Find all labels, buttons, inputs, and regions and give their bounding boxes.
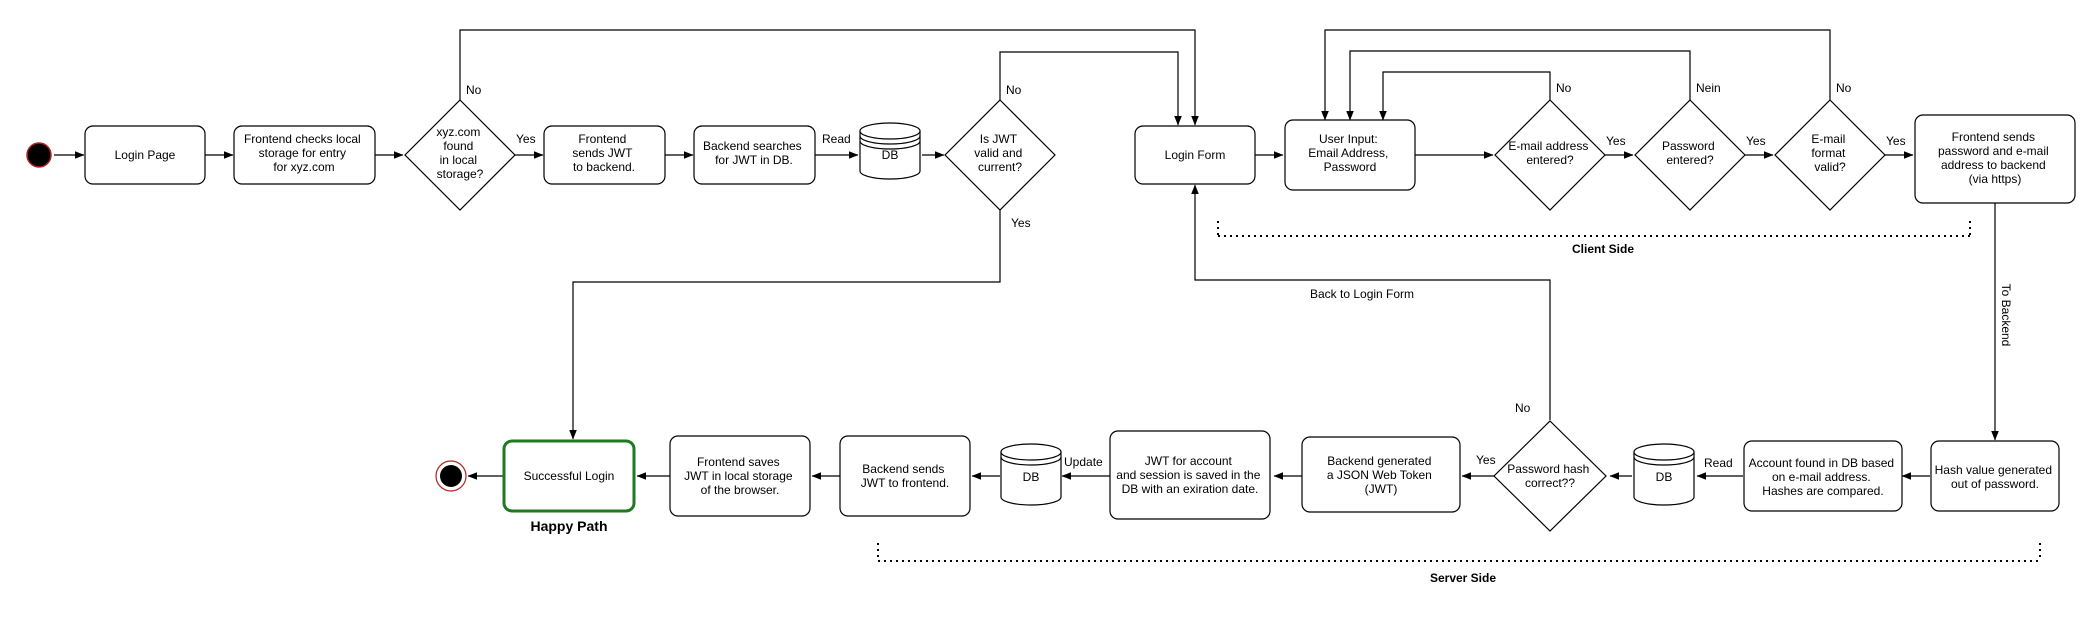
hash-value-label: Hash value generated out of password. (1935, 463, 2056, 491)
update-label: Update (1064, 455, 1103, 469)
password-hash-label: Password hash correct?? (1507, 462, 1592, 490)
terminals (26, 142, 467, 492)
jwt-no-label: No (1006, 83, 1022, 97)
password-hash-decision (1493, 420, 1607, 532)
frontend-checks-node (233, 125, 376, 185)
edge-email-entered-no (1379, 71, 1551, 121)
db-read-top-label: DB (882, 148, 899, 162)
password-entered-decision (1634, 99, 1746, 211)
jwt-saved-node (1109, 430, 1271, 520)
edge-email-format-no (1321, 29, 1831, 121)
successful-login-node (502, 439, 636, 513)
login-form-node (1134, 125, 1256, 185)
happy-path-label: Happy Path (530, 518, 607, 534)
frontend-saves-node (669, 435, 811, 517)
edge-hash-no-to-login-form (1191, 184, 1551, 420)
email-format-decision (1774, 99, 1886, 211)
login-page-node (84, 125, 206, 185)
backend-generated-label: Backend generated a JSON Web Token (JWT) (1327, 454, 1435, 496)
password-entered-yes-label: Yes (1746, 134, 1766, 148)
password-entered-label: Password entered? (1662, 139, 1718, 167)
back-to-login-label: Back to Login Form (1310, 287, 1414, 301)
db-read-bottom-label: DB (1656, 470, 1673, 484)
db-update-label: DB (1023, 470, 1040, 484)
frontend-sends-pw-label: Frontend sends password and e-mail addre… (1938, 130, 2052, 186)
edge-xyz-no-to-login-form (459, 29, 1199, 126)
edge-labels: No Yes Read No Yes No Yes Nein Yes No Ye… (466, 81, 2013, 470)
jwt-valid-decision (944, 99, 1056, 211)
edge-password-entered-no (1346, 50, 1691, 121)
xyz-no-label: No (466, 83, 482, 97)
edge-jwt-yes-to-success (569, 210, 1001, 440)
db-read-top-node: DB (859, 122, 921, 180)
user-input-node (1284, 119, 1416, 191)
read-bottom-label: Read (1704, 456, 1733, 470)
email-format-no-label: No (1836, 81, 1852, 95)
email-entered-yes-label: Yes (1606, 134, 1626, 148)
edge-jwt-no-to-login-form (999, 51, 1182, 126)
xyz-found-decision (404, 99, 516, 211)
user-input-label: User Input: Email Address, Password (1308, 132, 1391, 174)
jwt-valid-label: Is JWT valid and current? (974, 132, 1025, 174)
email-entered-decision (1494, 99, 1606, 211)
xyz-found-label: xyz.com found in local storage? (436, 125, 483, 181)
email-entered-label: E-mail address entered? (1508, 139, 1591, 167)
server-side-label: Server Side (1430, 571, 1496, 585)
region-brackets (877, 221, 2041, 562)
client-side-label: Client Side (1572, 242, 1634, 256)
xyz-yes-label: Yes (516, 132, 536, 146)
account-found-label: Account found in DB based on e-mail addr… (1749, 456, 1898, 498)
login-form-label: Login Form (1165, 148, 1226, 162)
frontend-saves-label: Frontend saves JWT in local storage of t… (684, 455, 796, 497)
email-format-yes-label: Yes (1886, 134, 1906, 148)
region-labels: Client Side Server Side Happy Path (530, 242, 1634, 585)
end-node-dot (440, 465, 462, 487)
hash-yes-label: Yes (1476, 453, 1496, 467)
hash-value-node (1930, 440, 2060, 512)
frontend-sends-pw-node (1914, 114, 2076, 204)
hash-no-label: No (1515, 401, 1531, 415)
start-node (26, 142, 52, 168)
backend-generated-node (1301, 436, 1461, 513)
backend-sends-jwt-node (839, 435, 971, 517)
jwt-saved-label: JWT for account and session is saved in … (1116, 454, 1263, 496)
frontend-sends-jwt-node (543, 125, 666, 185)
read-top-label: Read (822, 132, 851, 146)
successful-login-label: Successful Login (524, 469, 615, 483)
db-update-node: DB (1000, 443, 1062, 506)
backend-searches-label: Backend searches for JWT in DB. (703, 139, 805, 167)
jwt-yes-label: Yes (1011, 216, 1031, 230)
to-backend-label: To Backend (1999, 284, 2013, 347)
email-entered-no-label: No (1556, 81, 1572, 95)
login-page-label: Login Page (115, 148, 176, 162)
backend-sends-jwt-label: Backend sends JWT to frontend. (861, 462, 949, 490)
db-read-bottom-node: DB (1633, 443, 1695, 506)
frontend-checks-label: Frontend checks local storage for entry … (244, 132, 364, 174)
password-entered-no-label: Nein (1696, 81, 1721, 95)
nodes: Login Page Frontend checks local storage… (84, 99, 2076, 532)
frontend-sends-jwt-label: Frontend sends JWT to backend. (572, 132, 635, 174)
backend-searches-node (693, 125, 816, 185)
email-format-label: E-mail format valid? (1811, 132, 1848, 174)
edges (54, 29, 1999, 480)
account-found-node (1743, 440, 1903, 512)
